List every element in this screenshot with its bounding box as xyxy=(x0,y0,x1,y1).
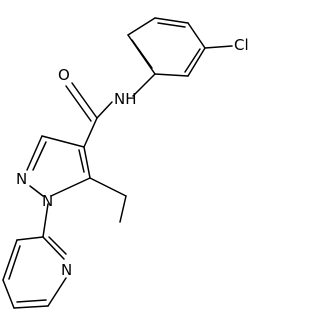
pyridine-n-atom-label: N xyxy=(61,261,72,279)
bond xyxy=(42,203,49,238)
bond xyxy=(154,73,189,77)
bond xyxy=(2,279,15,309)
bond xyxy=(119,195,127,223)
bond xyxy=(26,135,43,171)
bond xyxy=(8,245,21,280)
bond xyxy=(48,236,67,255)
bond xyxy=(157,22,186,28)
bond xyxy=(2,239,18,281)
pyrazole-n2-atom-label: N xyxy=(16,170,27,188)
amide-nh-atom-label: NH xyxy=(114,90,137,108)
bond xyxy=(96,101,113,119)
bond xyxy=(16,236,44,241)
bond xyxy=(16,299,47,303)
bond xyxy=(204,45,233,49)
bond xyxy=(132,73,156,97)
chlorine-atom-label: Cl xyxy=(234,36,249,54)
bond xyxy=(78,149,85,173)
bond xyxy=(13,305,49,309)
bond xyxy=(83,117,98,148)
bond xyxy=(71,82,98,119)
bond xyxy=(131,39,153,69)
bond xyxy=(42,236,65,260)
bond xyxy=(65,85,92,122)
bond xyxy=(89,177,127,197)
bond xyxy=(187,47,206,77)
pyrazole-n1-atom-label: N xyxy=(42,192,53,210)
bond xyxy=(83,146,91,179)
bond xyxy=(184,48,201,73)
bond xyxy=(50,177,91,197)
bond xyxy=(41,135,85,148)
bond xyxy=(29,185,44,197)
molecule-structure-diagram: O NH Cl N N N xyxy=(2,17,249,309)
bond xyxy=(47,277,67,307)
bond xyxy=(187,22,206,49)
bond xyxy=(127,17,156,36)
oxygen-atom-label: O xyxy=(58,66,70,84)
bond xyxy=(154,17,189,24)
bond xyxy=(32,141,47,171)
bonds xyxy=(2,17,233,309)
